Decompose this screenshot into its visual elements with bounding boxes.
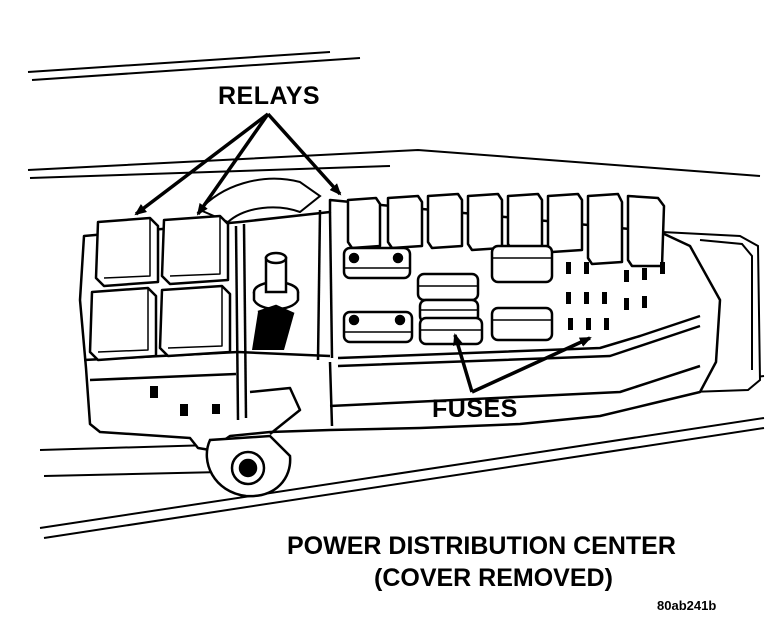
maxi-fuse-7 xyxy=(490,306,554,342)
relay-bottom-left xyxy=(88,286,158,362)
mini-fuse-slots xyxy=(566,262,665,330)
mini-relay-row xyxy=(346,192,666,268)
relay-bottom-right xyxy=(158,284,232,358)
mounting-ear-bolt xyxy=(205,434,292,498)
figure-code: 80ab241b xyxy=(657,598,717,613)
battery-stud xyxy=(252,251,300,350)
fuses-arrows xyxy=(453,333,592,394)
vehicle-body-lines xyxy=(27,51,765,539)
caption-title: POWER DISTRIBUTION CENTER xyxy=(287,532,676,560)
maxi-fuse-5 xyxy=(342,310,414,344)
caption-subtitle: (COVER REMOVED) xyxy=(374,564,613,592)
maxi-fuse-2 xyxy=(490,244,554,284)
relays-label: RELAYS xyxy=(218,82,321,110)
relay-top-right xyxy=(160,214,230,286)
relays-arrows xyxy=(134,112,342,216)
housing-tabs xyxy=(150,386,220,416)
relay-top-left xyxy=(94,216,160,288)
maxi-fuse-1 xyxy=(342,246,412,280)
fuses-label: FUSES xyxy=(432,395,518,423)
maxi-fuse-4 xyxy=(418,298,480,324)
maxi-fuse-6 xyxy=(418,316,484,346)
maxi-fuse-3 xyxy=(416,272,480,302)
relay-block-group xyxy=(88,214,232,362)
maxi-fuse-group xyxy=(342,244,554,346)
